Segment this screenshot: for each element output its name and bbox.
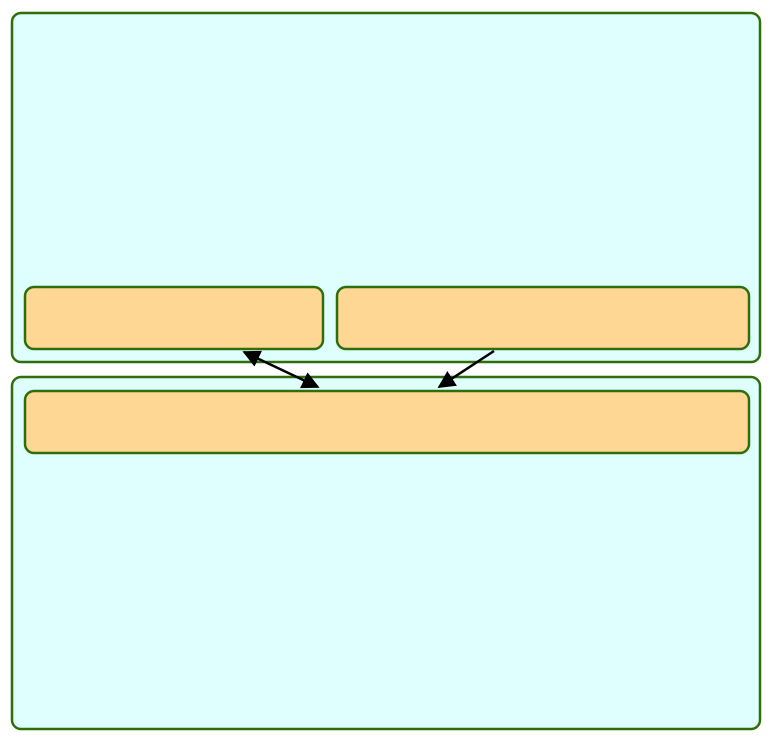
bottom-container bbox=[10, 375, 762, 731]
top-right-node bbox=[335, 285, 751, 351]
top-container bbox=[10, 11, 762, 364]
bidirectional-arrow bbox=[242, 350, 320, 389]
forward-arrow bbox=[437, 349, 495, 389]
top-left-node bbox=[23, 285, 325, 351]
bottom-wide-node bbox=[23, 389, 751, 455]
